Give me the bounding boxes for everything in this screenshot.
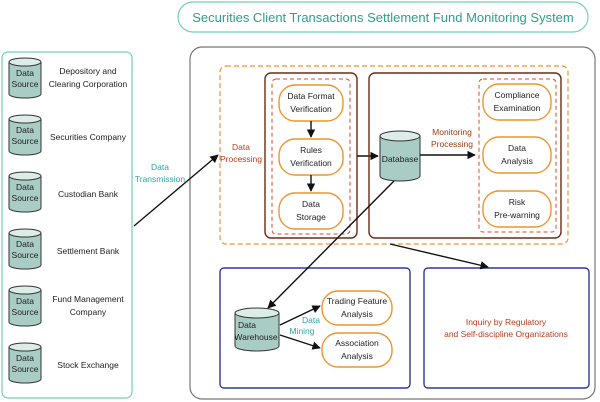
data-source-cylinder-label: Data	[16, 296, 34, 306]
data-source-cylinder	[8, 119, 42, 156]
data-source-cylinder	[8, 62, 42, 99]
association-analysis-node	[321, 332, 393, 368]
data-source-cylinder-label: Source	[12, 307, 39, 317]
inquiry-panel	[423, 267, 590, 389]
data-processing-inner	[271, 78, 351, 235]
data-storage-line1: Data	[302, 199, 320, 209]
data-warehouse-line2: Warehouse	[234, 332, 277, 342]
data-analysis-line1: Data	[508, 143, 526, 153]
compliance-examination-line2: Examination	[494, 103, 541, 113]
data-source-cylinder-top	[8, 171, 42, 181]
data-source-cylinder-top	[8, 342, 42, 352]
data-storage-line2: Storage	[296, 212, 326, 222]
inquiry-line2: and Self-discipline Organizations	[444, 329, 568, 339]
data-source-cylinder	[8, 176, 42, 213]
arrow-warehouse-to-association	[279, 334, 321, 350]
data-source-cylinder-label: Source	[12, 193, 39, 203]
data-source-name: Company	[70, 307, 107, 317]
data-source-cylinder-label: Source	[12, 250, 39, 260]
data-source-name: Securities Company	[50, 132, 127, 142]
data-source-name: Clearing Corporation	[49, 79, 128, 89]
data-warehouse-line1: Data	[238, 320, 256, 330]
monitoring-module	[368, 72, 562, 239]
diagram-title: Securities Client Transactions Settlemen…	[192, 10, 574, 25]
data-processing-label-line2: Processing	[220, 154, 262, 164]
association-analysis-line2: Analysis	[341, 351, 373, 361]
data-storage-node	[278, 192, 344, 230]
trading-feature-analysis-line1: Trading Feature	[327, 296, 387, 306]
data-source-cylinder	[8, 347, 42, 384]
data-mining-label-line2: Mining	[289, 326, 314, 336]
data-warehouse-cylinder	[234, 307, 280, 352]
data-transmission-label-line2: Transmission	[135, 174, 185, 184]
risk-prewarning-line1: Risk	[509, 197, 526, 207]
inquiry-line1: Inquiry by Regulatory	[466, 317, 547, 327]
data-source-cylinder-top	[8, 114, 42, 124]
data-source-cylinder-top	[8, 228, 42, 238]
trading-feature-analysis-line2: Analysis	[341, 309, 373, 319]
data-mining-label-line1: Data	[302, 315, 320, 325]
rules-verification-line2: Verification	[290, 158, 332, 168]
data-source-cylinder-top	[8, 285, 42, 295]
data-source-name: Depository and	[59, 66, 116, 76]
compliance-examination-node	[482, 83, 552, 121]
data-source-cylinder	[8, 233, 42, 270]
data-processing-label-line1: Data	[232, 142, 250, 152]
monitoring-inner	[478, 78, 557, 233]
data-analysis-node	[482, 136, 552, 174]
monitoring-system-panel	[189, 46, 596, 400]
compliance-examination-line1: Compliance	[495, 90, 540, 100]
rules-verification-line1: Rules	[300, 145, 322, 155]
title-box	[177, 1, 589, 33]
arrow-data-transmission	[133, 154, 219, 227]
data-source-name: Stock Exchange	[57, 360, 119, 370]
arrow-processing-to-inquiry	[389, 243, 489, 270]
monitoring-processing-line2: Processing	[431, 139, 473, 149]
arrow-database-to-warehouse	[267, 180, 395, 309]
risk-prewarning-line2: Pre-warning	[494, 210, 540, 220]
data-transmission-label-line1: Data	[151, 162, 169, 172]
data-analysis-line2: Analysis	[501, 156, 533, 166]
data-source-name: Settlement Bank	[57, 246, 120, 256]
data-source-cylinder-label: Data	[16, 68, 34, 78]
arrow-warehouse-to-trading	[279, 305, 321, 326]
data-source-cylinder-label: Source	[12, 364, 39, 374]
data-format-verification-line2: Verification	[290, 104, 332, 114]
data-format-verification-line1: Data Format	[287, 91, 335, 101]
data-source-cylinder-label: Source	[12, 136, 39, 146]
data-source-cylinder-label: Data	[16, 125, 34, 135]
trading-feature-analysis-node	[321, 290, 393, 326]
risk-prewarning-node	[482, 190, 552, 228]
data-source-cylinder-label: Source	[12, 79, 39, 89]
database-cylinder	[379, 130, 421, 182]
processing-region	[219, 65, 569, 245]
data-source-name: Custodian Bank	[58, 189, 119, 199]
data-source-cylinder-top	[8, 57, 42, 67]
data-source-cylinder-label: Data	[16, 353, 34, 363]
data-source-cylinder-label: Data	[16, 239, 34, 249]
data-source-cylinder	[8, 290, 42, 327]
monitoring-processing-line1: Monitoring	[432, 127, 472, 137]
data-source-cylinder-label: Data	[16, 182, 34, 192]
data-mining-panel	[219, 267, 411, 389]
data-source-name: Fund Management	[52, 294, 124, 304]
association-analysis-line1: Association	[335, 338, 379, 348]
database-label: Database	[382, 154, 419, 164]
